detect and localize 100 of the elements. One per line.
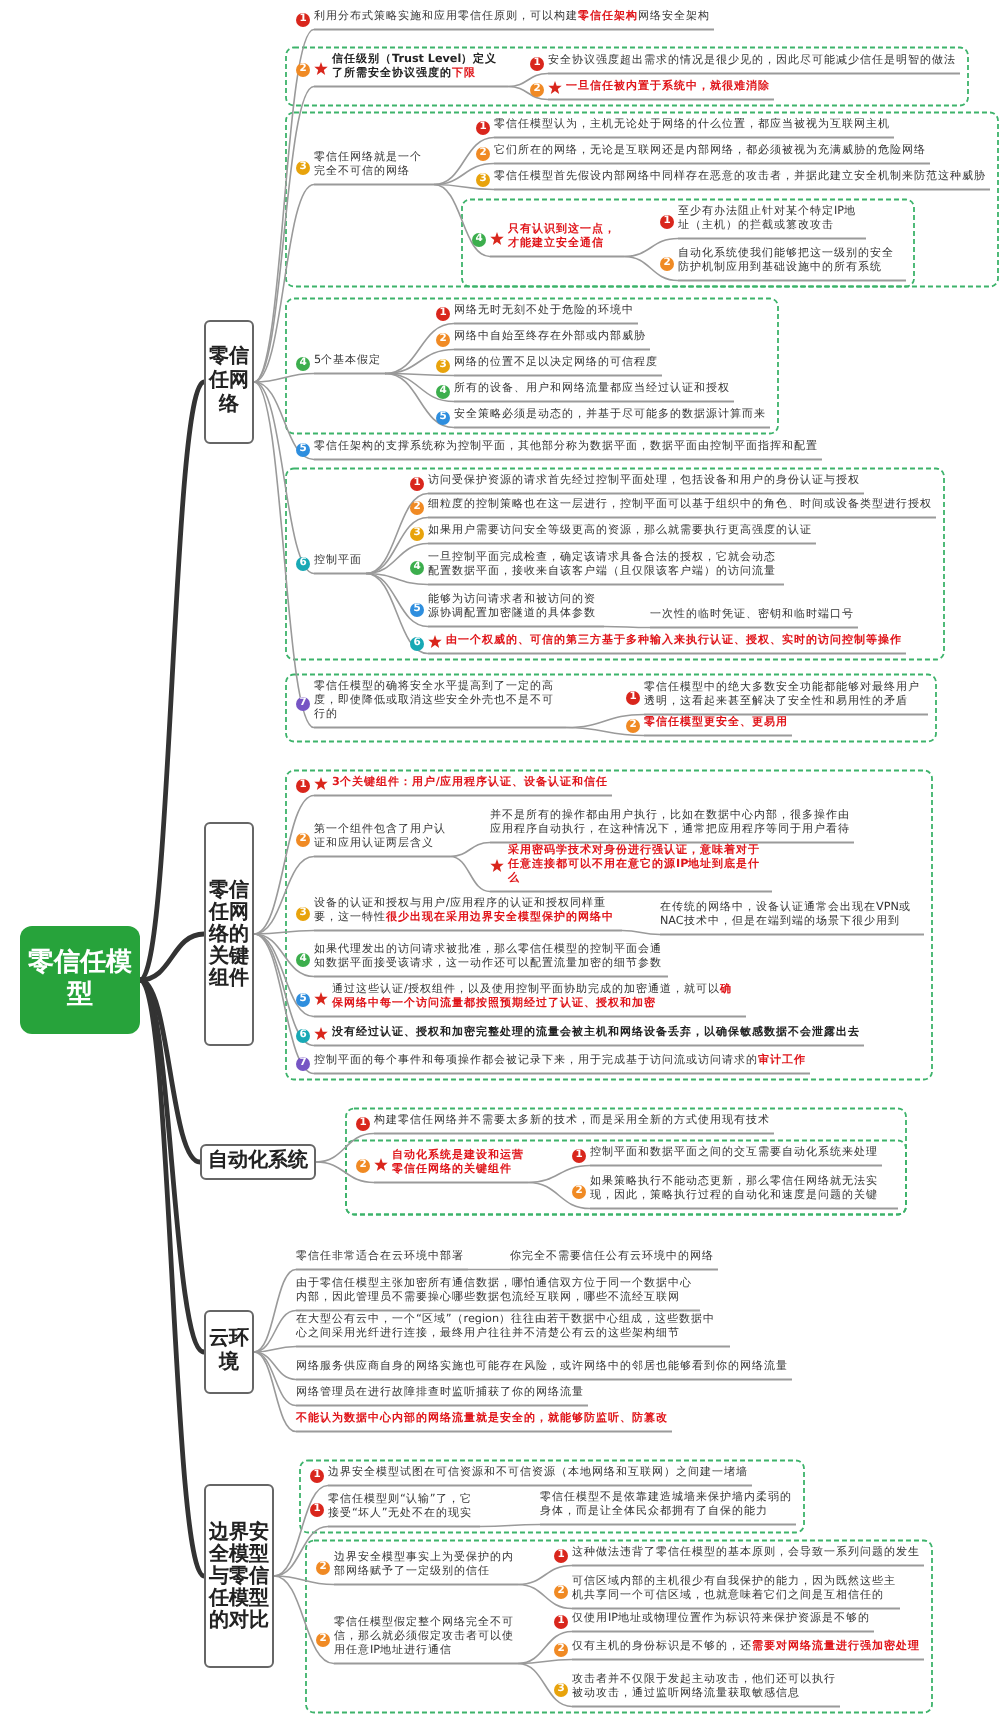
topic	[490, 844, 772, 892]
branch-box: 自动化系统	[200, 1144, 316, 1180]
branch-line	[365, 572, 429, 655]
branch-line	[623, 237, 679, 258]
branch-line	[433, 183, 495, 191]
topic	[314, 354, 386, 374]
topic	[454, 356, 662, 376]
branch-line	[253, 929, 315, 935]
topic	[314, 53, 508, 87]
branch-line	[253, 381, 315, 575]
branch-line	[467, 1268, 511, 1271]
branch-line	[253, 855, 315, 935]
topic	[314, 1054, 810, 1074]
branch-line	[527, 1181, 591, 1210]
branch-line	[315, 1161, 375, 1184]
topic	[296, 1277, 700, 1311]
topic	[590, 1175, 898, 1209]
branch-line	[273, 1575, 335, 1586]
branch-line	[517, 1658, 573, 1665]
branch-line	[433, 136, 495, 186]
branch-line	[253, 794, 315, 935]
topic	[494, 118, 894, 138]
branch-line	[449, 841, 491, 858]
topic	[296, 1386, 588, 1406]
topic	[296, 1313, 730, 1347]
branch-line	[253, 933, 315, 1018]
branch-box: 零信任网络	[204, 320, 254, 444]
branch-line	[433, 183, 491, 258]
topic	[328, 1466, 752, 1486]
topic	[590, 1146, 882, 1166]
branch-line	[621, 929, 661, 936]
topic	[454, 408, 770, 428]
branch-line	[384, 322, 455, 375]
topic	[314, 554, 366, 574]
branch-line	[365, 492, 429, 575]
topic	[314, 983, 746, 1017]
topic	[428, 634, 906, 654]
topic	[428, 593, 604, 627]
topic	[678, 247, 906, 281]
branch-line	[365, 542, 429, 575]
topic	[510, 1250, 718, 1270]
branch-line	[365, 572, 429, 628]
topic	[572, 1612, 875, 1632]
branch-line	[253, 1268, 297, 1353]
topic	[494, 170, 990, 190]
branch-line	[253, 183, 315, 383]
topic	[454, 330, 650, 350]
topic	[650, 608, 858, 628]
branch-line	[507, 85, 549, 101]
branch-box: 云环境	[204, 1310, 254, 1394]
topic	[644, 716, 792, 736]
topic	[428, 498, 936, 518]
branch-line	[565, 726, 645, 737]
branch-line	[623, 255, 679, 282]
topic	[374, 1149, 528, 1183]
branch-line	[253, 372, 315, 383]
branch-line	[479, 1523, 541, 1528]
topic	[314, 10, 714, 30]
topic	[314, 776, 612, 796]
topic	[678, 205, 866, 239]
branch-box: 边界安全模型与零信任模型的对比	[204, 1484, 274, 1668]
topic	[572, 1640, 924, 1660]
branch-line	[507, 72, 549, 88]
branch-line	[273, 1484, 329, 1577]
branch-line	[253, 1351, 297, 1407]
branch-line	[517, 1630, 573, 1665]
branch-line	[253, 933, 315, 1047]
topic	[328, 1493, 480, 1527]
topic	[314, 440, 822, 460]
topic	[454, 304, 638, 324]
branch-line	[603, 625, 651, 629]
branch-line	[253, 381, 315, 461]
branch-line	[517, 1564, 573, 1586]
branch-line	[253, 1309, 297, 1353]
topic	[296, 1250, 468, 1270]
branch-line	[517, 1583, 573, 1610]
topic	[548, 80, 774, 100]
topic	[548, 54, 960, 74]
branch-line	[384, 372, 455, 429]
branch-line	[449, 855, 491, 893]
topic	[314, 1026, 864, 1046]
topic	[494, 144, 930, 164]
root-box: 零信任模型	[20, 926, 140, 1034]
topic	[428, 474, 864, 494]
branch-line	[433, 162, 495, 186]
topic	[296, 1412, 672, 1432]
branch-line	[384, 348, 455, 375]
branch-line	[253, 1351, 297, 1433]
branch-line	[273, 1575, 335, 1665]
topic	[572, 1546, 924, 1566]
topic	[314, 151, 434, 185]
topic	[374, 1114, 774, 1134]
branch-box: 零信任网络的关键组件	[204, 822, 254, 1046]
branch-line	[365, 516, 429, 575]
topic	[428, 524, 816, 544]
branch-line	[253, 85, 315, 383]
topic	[490, 223, 624, 257]
topic	[644, 681, 928, 715]
branch-line	[527, 1164, 591, 1184]
branch-line	[253, 1345, 297, 1353]
